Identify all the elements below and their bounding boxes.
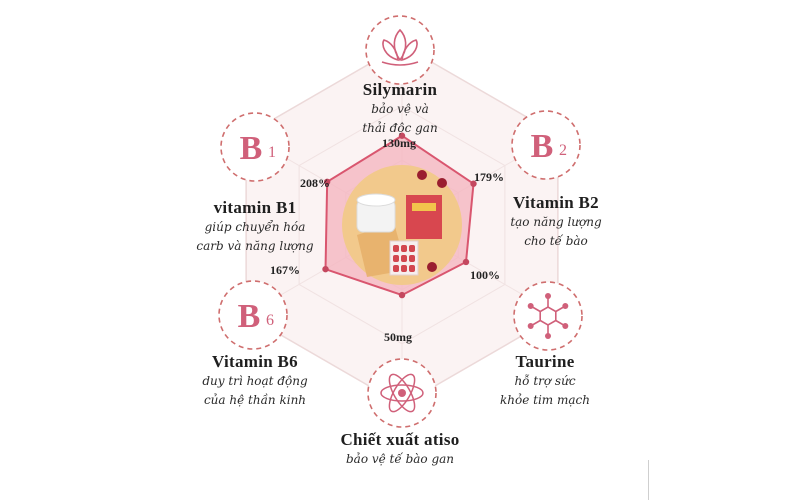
icon-ring-silymarin [365,15,435,85]
title-silymarin: Silymarin [362,80,438,99]
vertex-dot-b1 [323,178,331,185]
vertex-dot-silymarin [398,132,406,139]
molecule-icon [513,281,583,351]
title-vitamin-b2: Vitamin B2 [513,193,599,212]
value-taurine: 100% [470,268,500,282]
title-vitamin-b1: vitamin B1 [213,198,297,217]
decor-flower-3 [437,178,447,188]
desc-vitamin-b2-1: tạo năng lượng [510,215,602,229]
icon-sub-b2: 2 [559,142,567,159]
icon-letter-b1: B [240,130,263,167]
icon-sub-b1: 1 [268,144,276,161]
atom-orbit-2 [388,373,416,413]
molecule-atom [527,303,534,309]
label-vitamin-b2: Vitamin B2 tạo năng lượng cho tế bào [486,193,626,251]
icon-ring-b1 [220,112,290,182]
lotus-petal-right [401,39,418,62]
icon-sub-b6: 6 [266,312,274,329]
molecule-atom [545,293,551,299]
title-atiso: Chiết xuất atiso [340,430,460,449]
molecule-atom [562,303,569,309]
capsule [401,245,407,252]
label-vitamin-b6: Vitamin B6 duy trì hoạt động của hệ thần… [180,352,330,410]
capsule [393,255,399,262]
desc-vitamin-b1-2: carb và năng lượng [196,239,314,253]
desc-vitamin-b6-2: của hệ thần kinh [203,393,307,407]
capsule [401,265,407,272]
value-silymarin: 130mg [382,136,416,150]
atom-orbit-3 [388,373,416,413]
title-vitamin-b6: Vitamin B6 [212,352,298,371]
product-box-label [412,203,436,211]
label-atiso: Chiết xuất atiso bảo vệ tế bào gan [315,430,485,469]
desc-atiso-1: bảo vệ tế bào gan [345,452,455,466]
decor-flower-2 [427,262,437,272]
value-vitamin-b6: 167% [270,263,300,277]
molecule-atom [545,333,551,339]
icon-ring-b2 [511,110,581,180]
icon-letter-b6: B [238,298,261,335]
capsule [409,245,415,252]
label-taurine: Taurine hỗ trợ sức khỏe tim mạch [475,352,615,410]
desc-silymarin-2: thải độc gan [362,121,438,135]
icon-ring-b6 [218,280,288,350]
atom-icon [367,358,437,428]
value-vitamin-b2: 179% [474,170,504,184]
atom-nucleus [398,389,406,397]
vertex-dot-b6 [322,265,329,273]
lotus-petal-left [382,39,399,62]
lotus-base [381,61,419,66]
desc-vitamin-b6-1: duy trì hoạt động [202,374,308,388]
desc-silymarin-1: bảo vệ và [371,102,429,116]
decor-flower-1 [417,170,427,180]
capsule [409,265,415,272]
desc-vitamin-b2-2: cho tế bào [524,234,588,248]
label-vitamin-b1: vitamin B1 giúp chuyển hóa carb và năng … [180,198,330,256]
icon-letter-b2: B [531,128,554,165]
capsule [401,255,407,262]
capsule [409,255,415,262]
value-vitamin-b1: 208% [300,176,330,190]
atom-orbit-1 [380,384,424,402]
desc-vitamin-b1-1: giúp chuyển hóa [204,220,306,234]
corner-divider [648,460,649,500]
product-box [406,195,442,239]
icon-ring-taurine [513,281,583,351]
vertex-dot-b2 [470,180,477,187]
title-taurine: Taurine [515,352,575,371]
value-atiso: 50mg [384,330,412,344]
lotus-icon [365,15,435,85]
label-silymarin: Silymarin bảo vệ và thải độc gan [330,80,470,138]
capsule [393,245,399,252]
molecule-atom [562,323,569,329]
capsule [393,265,399,272]
product-jar-lid [356,193,396,207]
vertex-dot-taurine [462,258,470,266]
desc-taurine-1: hỗ trợ sức [514,374,576,388]
desc-taurine-2: khỏe tim mạch [500,393,590,407]
molecule-atom [527,323,534,329]
vertex-dot-atiso [398,291,406,299]
product-image [342,165,462,285]
